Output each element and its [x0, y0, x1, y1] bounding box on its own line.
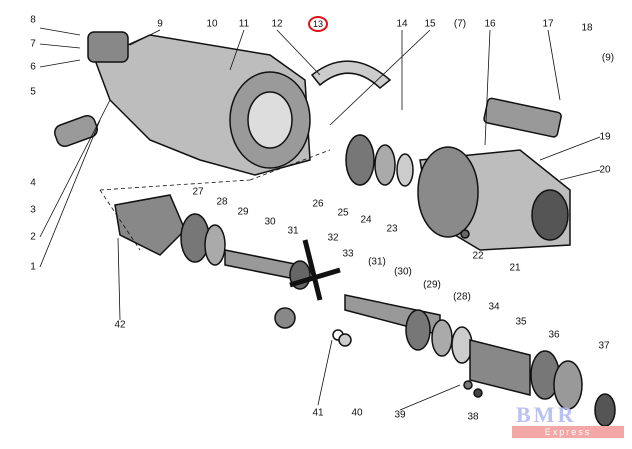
- half-shaft-left: [224, 249, 301, 281]
- label-15: 15: [424, 18, 436, 30]
- cover-17: [483, 97, 562, 138]
- differential-case: [114, 194, 186, 256]
- label-27: 27: [192, 186, 204, 198]
- label-21: 21: [509, 262, 521, 274]
- label-32: 32: [327, 232, 339, 244]
- label-p31: (31): [368, 256, 386, 268]
- label-34: 34: [488, 301, 500, 313]
- label-29: 29: [237, 206, 249, 218]
- label-22: 22: [472, 250, 484, 262]
- label-33: 33: [342, 248, 354, 260]
- watermark-tagline: Express: [512, 426, 624, 438]
- cover-9: [87, 31, 129, 63]
- label-39: 39: [394, 409, 406, 421]
- assembly-outline: [99, 149, 331, 251]
- label-17: 17: [542, 18, 554, 30]
- label-13-highlighted: 13: [307, 16, 329, 32]
- label-42: 42: [114, 319, 126, 331]
- label-38: 38: [467, 411, 479, 423]
- label-11: 11: [238, 18, 250, 30]
- watermark-logo: BMR Express: [512, 402, 624, 442]
- label-41: 41: [312, 407, 324, 419]
- label-18: 18: [581, 22, 593, 34]
- label-30: 30: [264, 216, 276, 228]
- label-10: 10: [206, 18, 218, 30]
- label-37: 37: [598, 340, 610, 352]
- label-9: 9: [157, 18, 163, 30]
- label-26: 26: [312, 198, 324, 210]
- pinion-34: [469, 339, 531, 396]
- label-12: 12: [271, 18, 283, 30]
- label-p29: (29): [423, 279, 441, 291]
- label-8: 8: [30, 14, 36, 26]
- brake-band-13: [310, 60, 392, 89]
- label-1: 1: [30, 261, 36, 273]
- label-7: 7: [30, 38, 36, 50]
- label-19: 19: [599, 131, 611, 143]
- label-25: 25: [337, 207, 349, 219]
- label-6: 6: [30, 61, 36, 73]
- label-40: 40: [351, 407, 363, 419]
- label-4: 4: [30, 177, 36, 189]
- label-14: 14: [396, 18, 408, 30]
- label-36: 36: [548, 329, 560, 341]
- label-23: 23: [386, 223, 398, 235]
- label-24: 24: [360, 214, 372, 226]
- label-p7: (7): [453, 18, 467, 30]
- label-31: 31: [287, 225, 299, 237]
- label-20: 20: [599, 164, 611, 176]
- label-2: 2: [30, 231, 36, 243]
- label-p9: (9): [601, 52, 615, 64]
- watermark-brand: BMR: [516, 402, 577, 427]
- label-p30: (30): [394, 266, 412, 278]
- label-p28: (28): [453, 291, 471, 303]
- label-5: 5: [30, 86, 36, 98]
- label-28: 28: [216, 196, 228, 208]
- label-35: 35: [515, 316, 527, 328]
- label-16: 16: [484, 18, 496, 30]
- label-3: 3: [30, 204, 36, 216]
- filter: [54, 114, 98, 148]
